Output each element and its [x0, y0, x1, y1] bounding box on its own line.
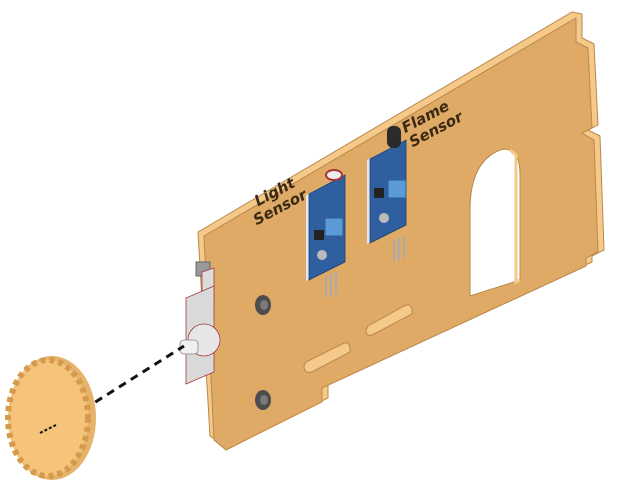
flame-sensor-module [367, 126, 407, 262]
screw-top [255, 295, 271, 315]
light-sensor-module [306, 169, 346, 298]
panel-arch-cutout [469, 148, 521, 297]
cable-clip-left [303, 342, 351, 373]
cable-clip-right [365, 304, 413, 336]
gear [5, 356, 96, 480]
wooden-panel [203, 17, 599, 451]
servo-motor [179, 261, 221, 385]
screw-bottom [255, 390, 271, 410]
